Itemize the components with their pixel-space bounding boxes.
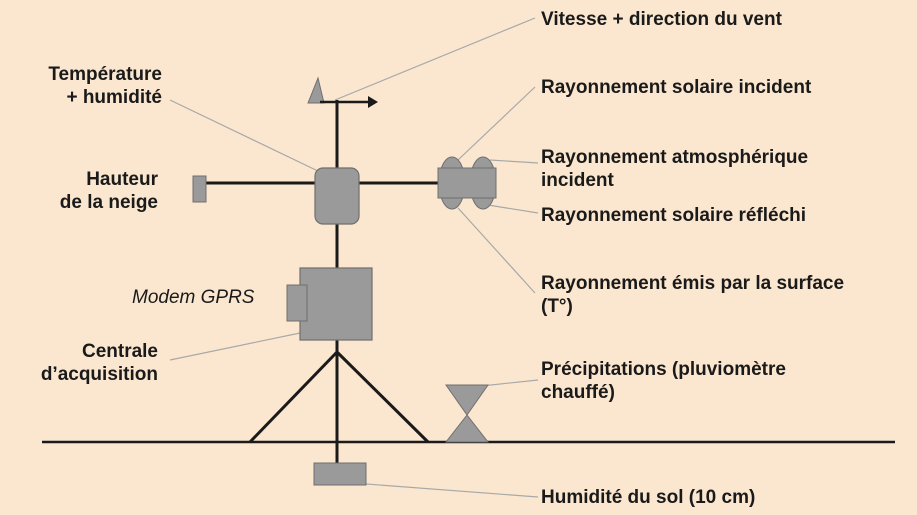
label-atmospheric-line1: Rayonnement atmosphérique: [541, 147, 809, 168]
label-data-logger-line1: Centrale: [81, 341, 158, 362]
wind-vane-icon: [307, 76, 378, 108]
label-emitted-line1: Rayonnement émis par la surface: [541, 273, 845, 294]
data-logger-box: [299, 267, 373, 341]
leader-wind: [334, 17, 536, 101]
label-atmospheric-line2: incident: [541, 170, 614, 191]
temperature-humidity-sensor: [314, 167, 360, 225]
snow-height-sensor: [192, 175, 207, 203]
label-wind: Vitesse + direction du vent: [541, 9, 782, 30]
label-solar-reflected: Rayonnement solaire réfléchi: [541, 205, 807, 226]
leader-lines: [169, 17, 539, 498]
label-snow-height-line2: de la neige: [59, 192, 158, 213]
leader-temperature: [169, 99, 321, 173]
leader-solar-reflected: [487, 204, 539, 214]
label-atmospheric: Rayonnement atmosphérique incident: [541, 146, 808, 192]
leader-logger: [169, 332, 301, 361]
label-emitted: Rayonnement émis par la surface (T°): [541, 272, 844, 318]
label-temperature-line1: Température: [48, 64, 162, 85]
label-temperature: Température + humidité: [48, 63, 162, 109]
label-temperature-line2: + humidité: [66, 87, 162, 108]
label-precipitation-line2: chauffé): [541, 382, 615, 403]
tripod-leg-right: [335, 350, 430, 444]
soil-moisture-sensor: [313, 462, 367, 486]
leader-atmospheric: [489, 159, 539, 164]
modem-box: [286, 284, 308, 322]
radiometer-group: [437, 156, 497, 210]
tripod-leg-left: [248, 350, 339, 444]
label-data-logger-line2: d’acquisition: [40, 364, 158, 385]
label-snow-height: Hauteur de la neige: [60, 168, 158, 214]
label-soil: Humidité du sol (10 cm): [541, 487, 756, 508]
label-precipitation-line1: Précipitations (pluviomètre: [541, 359, 786, 380]
leader-solar-incident: [457, 86, 536, 161]
label-data-logger: Centrale d’acquisition: [41, 340, 158, 386]
label-modem: Modem GPRS: [132, 287, 255, 308]
label-solar-incident: Rayonnement solaire incident: [541, 77, 812, 98]
label-emitted-line2: (T°): [541, 296, 573, 317]
tripod: [248, 340, 430, 465]
leader-soil: [339, 481, 539, 498]
label-snow-height-line1: Hauteur: [86, 169, 158, 190]
rain-gauge-icon: [444, 384, 490, 443]
radiometer-body: [437, 167, 497, 199]
label-precipitation: Précipitations (pluviomètre chauffé): [541, 358, 786, 404]
leader-emitted: [457, 207, 536, 294]
